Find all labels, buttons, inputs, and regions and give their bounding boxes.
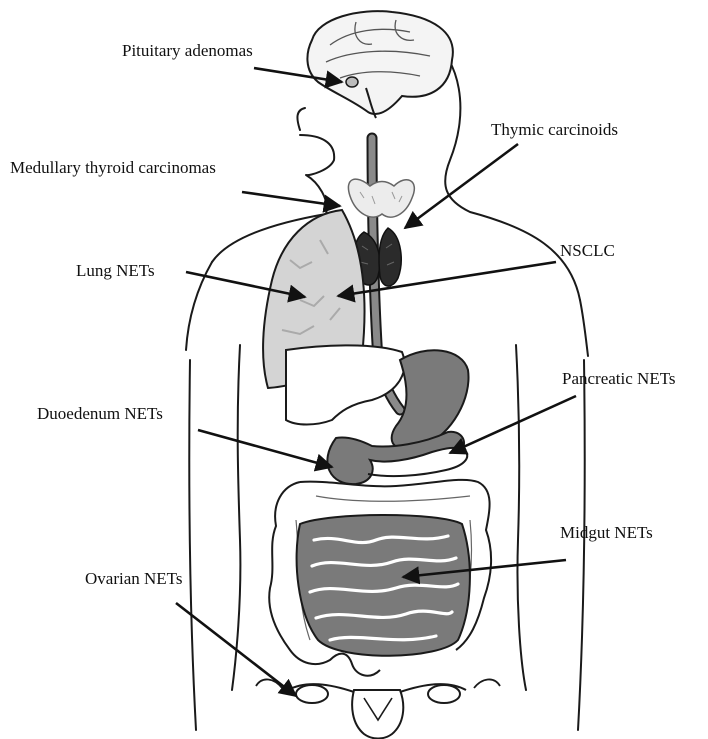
arrow-pancreatic: [450, 396, 576, 453]
label-duodenum-nets: Duoedenum NETs: [37, 404, 163, 423]
small-intestine: [297, 515, 470, 656]
arrow-duodenum: [198, 430, 332, 467]
thyroid-gland: [348, 179, 414, 217]
label-ovarian-nets: Ovarian NETs: [85, 569, 182, 588]
uterus-and-ovaries: [256, 679, 500, 738]
label-nsclc: NSCLC: [560, 241, 615, 260]
label-medullary-thyroid-carcinomas: Medullary thyroid carcinomas: [10, 158, 216, 177]
label-pituitary-adenomas: Pituitary adenomas: [122, 41, 253, 60]
brain-illustration: [307, 11, 452, 118]
liver: [286, 345, 404, 424]
arrow-thymic: [405, 144, 518, 228]
label-thymic-carcinoids: Thymic carcinoids: [491, 120, 618, 139]
label-midgut-nets: Midgut NETs: [560, 523, 653, 542]
label-lung-nets: Lung NETs: [76, 261, 155, 280]
label-pancreatic-nets: Pancreatic NETs: [562, 369, 676, 388]
